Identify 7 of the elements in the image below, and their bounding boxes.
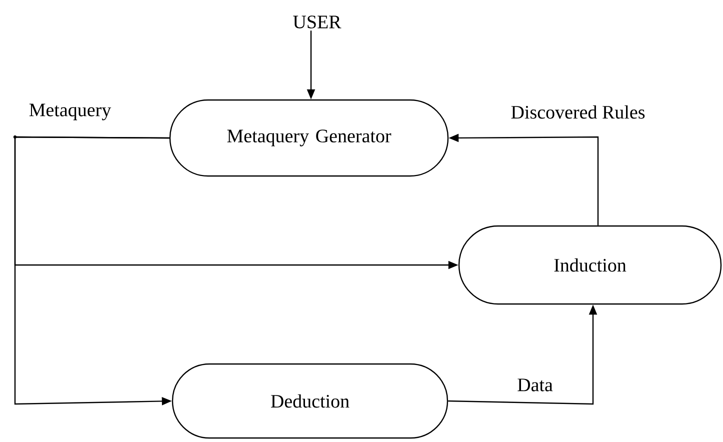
edge-label: Discovered Rules xyxy=(510,104,646,120)
process-box: Metaquery Generator xyxy=(169,99,449,177)
edge-label: Data xyxy=(516,378,554,392)
edge-label: Metaquery xyxy=(28,102,112,122)
process-box: Induction xyxy=(458,225,722,305)
source-label: USER xyxy=(293,16,342,28)
process-box: Deduction xyxy=(172,363,448,439)
